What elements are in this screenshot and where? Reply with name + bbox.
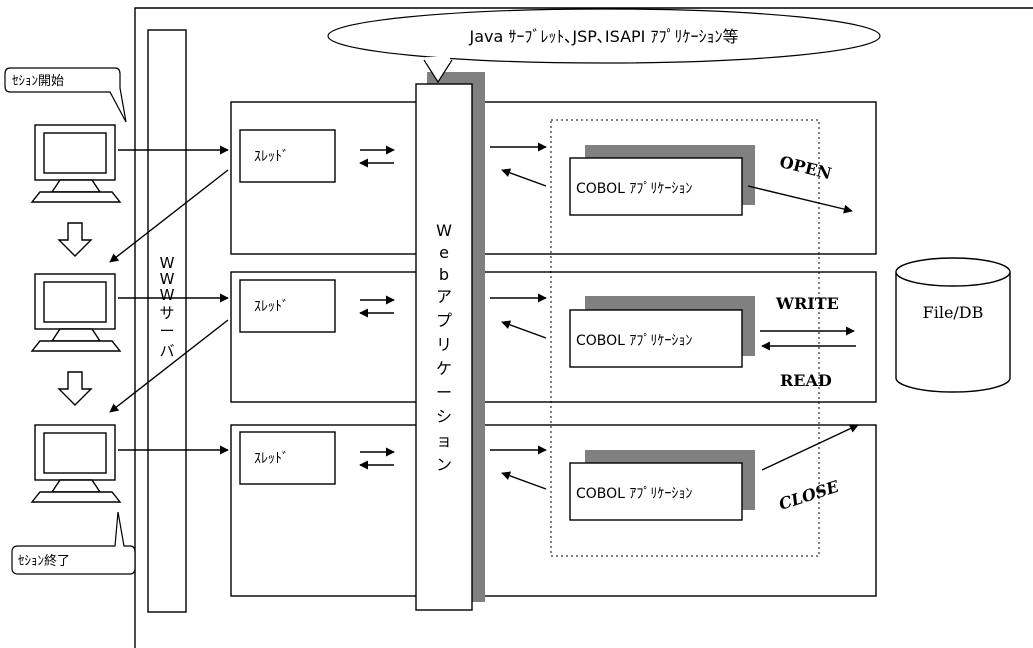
open-arrow	[747, 185, 853, 214]
read-label: READ	[780, 371, 832, 390]
top-callout-tail	[423, 59, 453, 84]
thread-box-2	[239, 279, 336, 333]
monitor-base-2	[30, 340, 122, 352]
client-thread-arrows	[109, 145, 229, 455]
arrow-from-cobol-1	[501, 168, 547, 187]
close-arrow	[761, 424, 859, 471]
process-row-2	[230, 271, 877, 403]
session-start-callout: ｾｼｮﾝ開始	[4, 67, 127, 123]
cylinder-top	[895, 257, 1011, 287]
monitor-neck-1	[50, 179, 102, 193]
monitor-neck-2	[50, 328, 102, 342]
www-server-char-5: バ	[159, 342, 174, 360]
cobol-box-3	[569, 462, 743, 521]
monitor-base-3	[30, 491, 122, 503]
session-end-text: ｾｼｮﾝ終了	[18, 553, 70, 569]
cobol-label-3: COBOL ｱﾌﾟﾘｹｰｼｮﾝ	[576, 486, 692, 502]
outer-frame	[134, 7, 1033, 648]
client-monitor-2	[30, 273, 122, 352]
thread-box-1	[239, 129, 336, 183]
web-app-char-9: ョ	[436, 431, 452, 450]
session-end-callout: ｾｼｮﾝ終了	[11, 511, 136, 575]
web-app-char-7: ー	[436, 383, 452, 402]
www-server-char-2: W	[160, 286, 175, 304]
top-callout-joint	[426, 57, 450, 63]
arrow-from-cobol-3	[501, 471, 547, 490]
web-app-char-6: ケ	[436, 359, 452, 378]
process-row-3	[230, 424, 877, 597]
www-server-char-3: サ	[159, 304, 174, 322]
thread2-to-monitor3	[109, 319, 229, 413]
thread-label-1: ｽﾚｯﾄﾞ	[254, 149, 289, 165]
cobol-container	[550, 119, 820, 557]
thread-webapp-arrows	[359, 145, 395, 470]
file-db-cylinder: File/DB	[895, 257, 1011, 393]
web-app-char-2: b	[439, 265, 449, 284]
web-app-char-1: e	[439, 243, 449, 262]
web-app-char-10: ン	[436, 455, 452, 474]
session-start-text: ｾｼｮﾝ開始	[12, 74, 64, 89]
session-start-bubble	[4, 67, 127, 123]
www-server: W W W サ ー バ	[147, 29, 187, 613]
www-server-bar	[147, 29, 187, 613]
web-app-char-5: リ	[436, 335, 452, 354]
thread1-to-monitor2	[109, 169, 229, 263]
monitor-screen-inner-3	[43, 432, 107, 474]
thread-label-2: ｽﾚｯﾄﾞ	[254, 299, 289, 315]
monitor-base-1	[30, 191, 122, 203]
client-monitor-1	[30, 124, 122, 203]
www-server-char-4: ー	[159, 322, 174, 340]
web-app-char-3: ア	[436, 287, 452, 306]
cylinder-body	[895, 272, 1011, 393]
web-app-char-4: プ	[436, 311, 452, 330]
web-app-char-0: W	[436, 221, 452, 240]
hollow-down-arrow-1	[57, 222, 93, 257]
monitor-neck-3	[50, 479, 102, 493]
webapp-cobol-arrows	[490, 142, 547, 490]
www-server-char-1: W	[160, 270, 175, 288]
cobol-box-2	[569, 309, 743, 368]
web-application: W e b ア プ リ ケ ー シ ョ ン	[415, 72, 485, 611]
web-app-bar	[415, 83, 473, 611]
client-monitor-3	[30, 424, 122, 503]
web-app-char-8: シ	[436, 407, 452, 426]
www-server-char-0: W	[160, 254, 175, 272]
top-callout-bubble	[327, 8, 881, 64]
process-row-1	[230, 101, 877, 255]
monitor-screen-inner-1	[43, 132, 107, 174]
cobol-label-1: COBOL ｱﾌﾟﾘｹｰｼｮﾝ	[576, 181, 692, 197]
top-callout-text: Java ｻｰﾌﾞﾚｯﾄ､JSP､ISAPI ｱﾌﾟﾘｹｰｼｮﾝ等	[469, 27, 739, 46]
thread-box-3	[239, 431, 336, 485]
write-label: WRITE	[775, 294, 839, 313]
monitor-screen-inner-2	[43, 281, 107, 323]
session-end-bubble	[11, 511, 136, 575]
arrow-from-cobol-2	[501, 320, 547, 339]
thread-label-3: ｽﾚｯﾄﾞ	[254, 451, 289, 467]
hollow-down-arrow-2	[57, 371, 93, 406]
file-db-label: File/DB	[923, 303, 984, 322]
top-callout: Java ｻｰﾌﾞﾚｯﾄ､JSP､ISAPI ｱﾌﾟﾘｹｰｼｮﾝ等	[327, 8, 881, 84]
cobol-label-2: COBOL ｱﾌﾟﾘｹｰｼｮﾝ	[576, 333, 692, 349]
cobol-box-1	[569, 157, 743, 216]
